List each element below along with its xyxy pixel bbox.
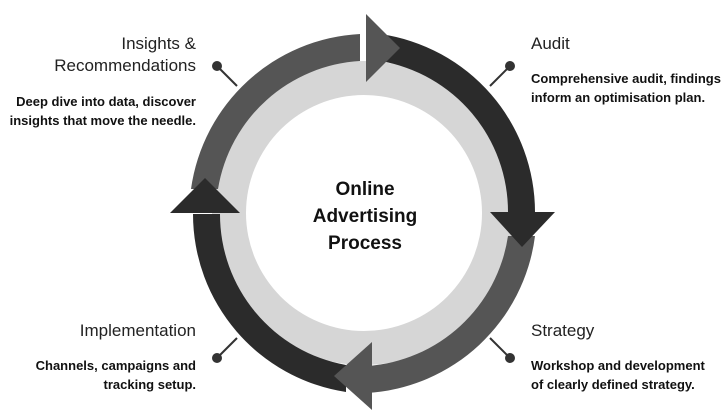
arc-segment-insights bbox=[191, 34, 360, 189]
insights-desc-line2: insights that move the needle. bbox=[9, 113, 196, 128]
audit-desc-line1: Comprehensive audit, findings bbox=[531, 71, 721, 86]
implementation-description: Channels, campaigns and tracking setup. bbox=[0, 356, 196, 394]
center-title-line3: Process bbox=[328, 233, 402, 254]
connector-implementation bbox=[212, 337, 238, 363]
insights-title: Insights & Recommendations bbox=[20, 33, 196, 77]
arc-segment-implementation bbox=[192, 214, 346, 392]
insights-desc-line1: Deep dive into data, discover bbox=[16, 94, 196, 109]
strategy-title: Strategy bbox=[531, 321, 595, 340]
audit-description: Comprehensive audit, findings inform an … bbox=[531, 69, 721, 107]
arrow-head-right bbox=[490, 212, 555, 247]
inner-disc bbox=[246, 95, 482, 331]
arrow-head-bottom bbox=[334, 342, 372, 410]
connector-insights bbox=[212, 61, 238, 87]
strategy-desc-line1: Workshop and development bbox=[531, 358, 705, 373]
insights-title-line1: Insights & bbox=[121, 34, 196, 53]
implementation-desc-line2: tracking setup. bbox=[103, 377, 196, 392]
audit-desc-line2: inform an optimisation plan. bbox=[531, 90, 706, 105]
arrow-head-top bbox=[366, 14, 400, 82]
strategy-description: Workshop and development of clearly defi… bbox=[531, 356, 721, 394]
center-title-line2: Advertising bbox=[312, 206, 418, 227]
center-title-line1: Online bbox=[335, 179, 395, 200]
connector-strategy bbox=[489, 337, 515, 363]
insights-title-line2: Recommendations bbox=[54, 56, 196, 75]
implementation-title: Implementation bbox=[79, 321, 196, 340]
connector-audit bbox=[489, 61, 515, 87]
arc-segment-strategy bbox=[367, 236, 535, 393]
audit-title: Audit bbox=[531, 34, 570, 53]
implementation-desc-line1: Channels, campaigns and bbox=[35, 358, 196, 373]
arrow-head-left bbox=[170, 178, 240, 213]
strategy-desc-line2: of clearly defined strategy. bbox=[531, 377, 695, 392]
center-title: Online Advertising Process bbox=[290, 176, 440, 257]
insights-description: Deep dive into data, discover insights t… bbox=[0, 92, 196, 130]
